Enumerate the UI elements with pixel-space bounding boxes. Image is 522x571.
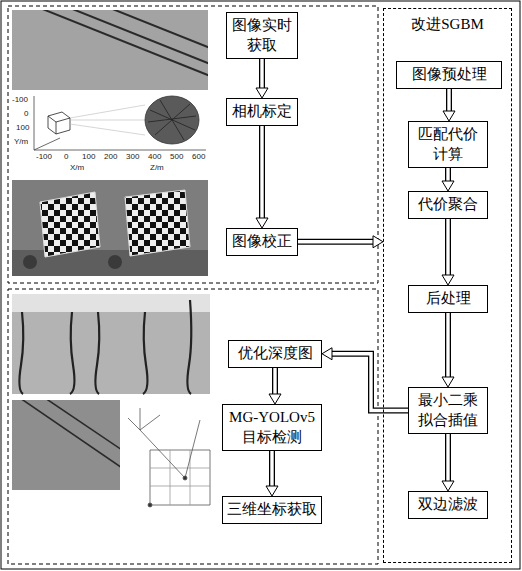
hollow-arrow: [269, 368, 281, 405]
arrow-shaft: [331, 354, 408, 411]
arrow-head: [443, 111, 455, 121]
dashed-panel: [8, 289, 378, 564]
hollow-arrow: [443, 89, 455, 122]
process-box: 三维坐标获取: [222, 496, 322, 524]
arrow-head: [442, 181, 454, 191]
box-label: 图像校正: [231, 232, 293, 252]
process-box: 图像实时获取: [226, 12, 298, 59]
box-label: 三维坐标获取: [227, 500, 317, 520]
hollow-arrow: [442, 168, 454, 191]
process-box: MG-YOLOv5 目标检测: [222, 404, 322, 451]
axis-tick-label: 600: [192, 153, 205, 161]
arrow-shaft: [446, 89, 452, 113]
box-label: 后处理: [413, 289, 483, 309]
axis-tick-label: 100: [16, 124, 29, 132]
arrow-shaft: [445, 313, 451, 379]
axis-tick-label: 500: [170, 153, 183, 161]
axis-tick-label: -100: [36, 153, 52, 161]
arrow-shaft: [445, 434, 451, 482]
calibration-photo: [12, 180, 208, 276]
arrow-shaft: [446, 434, 449, 482]
axis-tick-label: Z/m: [150, 164, 164, 172]
point-cloud-plot: [34, 96, 206, 150]
process-box: 匹配代价计算: [408, 121, 488, 168]
arrow-shaft: [260, 59, 263, 89]
axis-tick-label: 0: [24, 110, 28, 118]
process-box: 图像预处理: [396, 61, 502, 89]
arrow-shaft: [260, 126, 263, 220]
arrow-shaft: [447, 89, 450, 113]
arrow-head: [269, 394, 281, 404]
arrow-shaft: [259, 59, 265, 89]
box-label: 匹配代价计算: [413, 125, 483, 164]
box-label: 图像预处理: [401, 65, 497, 85]
arrow-shaft: [273, 368, 276, 396]
process-box: 图像校正: [226, 228, 298, 256]
axis-tick-label: 0: [64, 153, 68, 161]
arrow-shaft: [446, 168, 449, 182]
arrow-head: [256, 218, 268, 228]
panel-title: 改进SGBM: [384, 9, 511, 35]
axis-tick-label: 200: [104, 153, 117, 161]
process-box: 最小二乘拟合插值: [408, 387, 488, 434]
arrow-shaft: [259, 126, 265, 220]
arrow-shaft: [445, 219, 451, 277]
stripe-photo: [12, 398, 125, 490]
group-panel: 改进SGBM 图像预处理匹配代价计算代价聚合后处理最小二乘拟合插值双边滤波: [383, 8, 512, 563]
arrow-head: [442, 275, 454, 285]
hollow-arrow: [256, 126, 268, 229]
dashed-panel: [8, 6, 378, 283]
process-box: 代价聚合: [408, 191, 488, 219]
axis-tick-label: Y/m: [14, 138, 28, 146]
arrow-shaft: [270, 451, 273, 487]
box-label: 双边滤波: [413, 495, 483, 515]
axis-tick-label: -100: [12, 96, 28, 104]
arrow-head: [266, 486, 278, 496]
coordinate-sketch: [128, 408, 210, 507]
depth-photo: [12, 294, 210, 394]
arrow-shaft: [298, 240, 374, 243]
hollow-arrow: [298, 236, 383, 248]
box-label: MG-YOLOv5 目标检测: [227, 408, 317, 447]
axis-tick-label: 400: [148, 153, 161, 161]
arrow-head: [256, 88, 268, 98]
box-label: 代价聚合: [413, 195, 483, 215]
box-label: 最小二乘拟合插值: [413, 391, 483, 430]
process-box: 相机标定: [226, 98, 298, 126]
arrow-head: [373, 236, 383, 248]
hollow-arrow: [322, 348, 408, 411]
hollow-arrow: [256, 59, 268, 98]
arrow-shaft: [331, 354, 408, 411]
arrow-shaft: [446, 219, 449, 277]
box-label: 图像实时获取: [231, 16, 293, 55]
process-box: 双边滤波: [408, 491, 488, 519]
axis-tick-label: X/m: [70, 164, 84, 172]
arrow-head: [322, 348, 332, 360]
process-box: 优化深度图: [228, 340, 322, 368]
arrow-shaft: [445, 168, 451, 182]
box-label: 优化深度图: [233, 344, 317, 364]
axis-tick-label: 100: [82, 153, 95, 161]
hollow-arrow: [442, 219, 454, 286]
process-box: 后处理: [408, 285, 488, 313]
arrow-shaft: [272, 368, 278, 396]
hollow-arrow: [442, 313, 454, 388]
stripe-photo: [12, 8, 215, 90]
arrow-shaft: [446, 313, 449, 379]
box-label: 相机标定: [231, 102, 293, 122]
arrow-shaft: [298, 239, 374, 245]
hollow-arrow: [266, 451, 278, 496]
axis-tick-label: 300: [126, 153, 139, 161]
arrow-shaft: [269, 451, 275, 487]
arrow-head: [442, 481, 454, 491]
hollow-arrow: [442, 434, 454, 491]
arrow-head: [442, 377, 454, 387]
